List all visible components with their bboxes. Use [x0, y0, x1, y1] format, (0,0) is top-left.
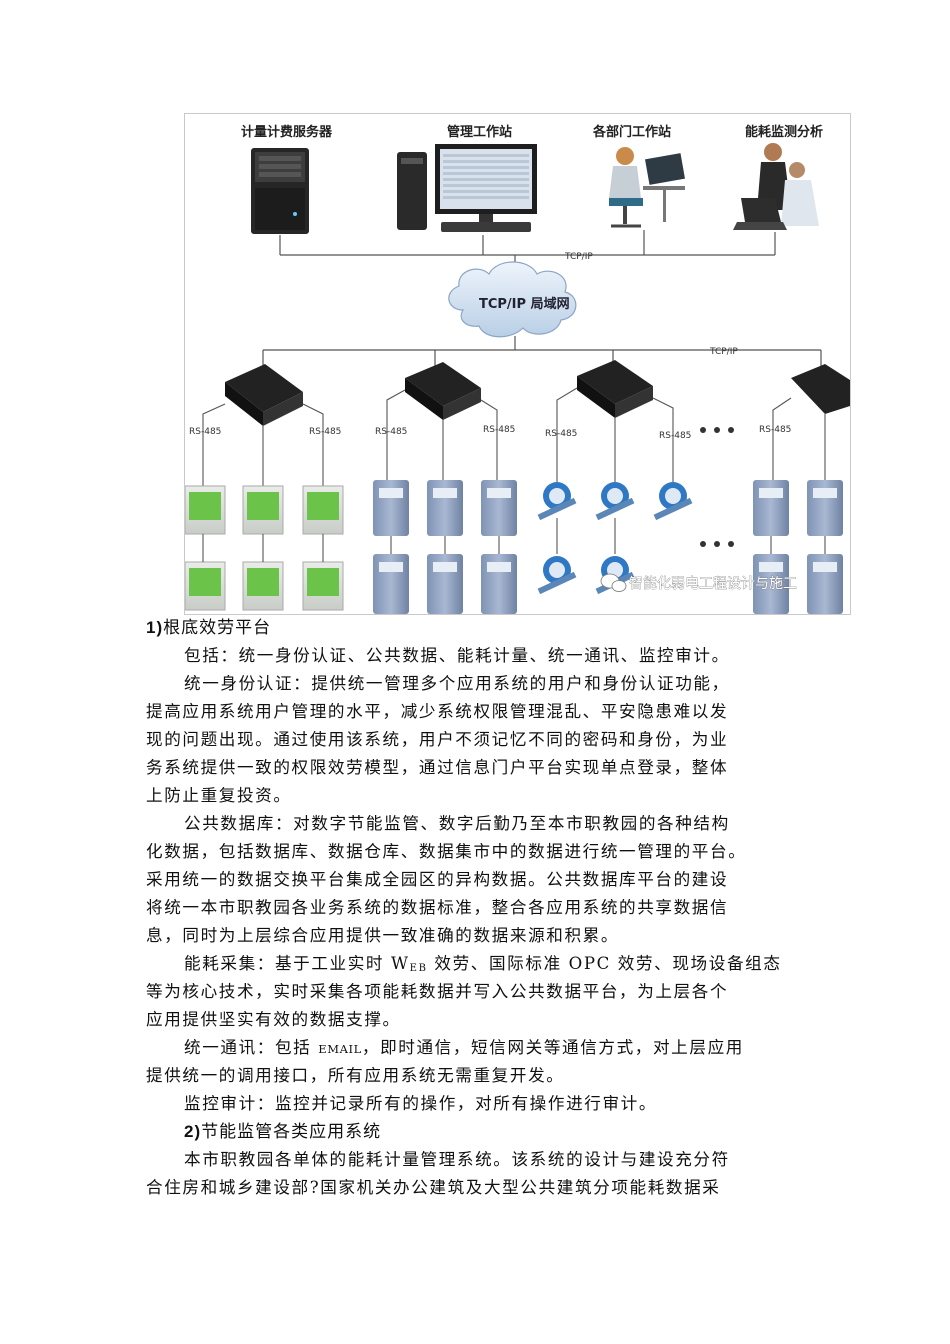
tcpip-label-top: TCP/IP	[564, 252, 593, 262]
server-icon	[251, 148, 309, 234]
section-1-number: 1)	[146, 618, 164, 637]
workstation-icon	[397, 144, 537, 232]
section-1-heading: 1)根底效劳平台	[146, 614, 806, 642]
paragraph-line: 务系统提供一致的权限效劳模型，通过信息门户平台实现单点登录，整体	[146, 758, 729, 777]
paragraph-line: 息，同时为上层综合应用提供一致准确的数据来源和积累。	[146, 926, 620, 945]
text-run: 能耗采集：基于工业实时 W	[184, 954, 410, 973]
rs485-label-d1: RS-485	[759, 425, 791, 435]
paragraph-line: 公共数据库：对数字节能监管、数字后勤乃至本市职教园的各种结构	[184, 814, 730, 833]
paragraph-line: 提高应用系统用户管理的水平，减少系统权限管理混乱、平安隐患难以发	[146, 702, 729, 721]
electricity-meter-icons	[373, 480, 843, 614]
wechat-icon	[600, 573, 627, 592]
paragraph-line: 提供统一的调用接口，所有应用系统无需重复开发。	[146, 1066, 565, 1085]
rs485-label-a1: RS-485	[189, 427, 221, 437]
meter-links-a	[202, 534, 324, 562]
rs485-lines	[202, 387, 826, 486]
water-meter-icons	[537, 482, 693, 595]
paragraph-line: 监控审计：监控并记录所有的操作，对所有操作进行审计。	[184, 1094, 658, 1113]
paragraph-line: 采用统一的数据交换平台集成全园区的异构数据。公共数据库平台的建设	[146, 870, 729, 889]
text-small: EMAIL	[318, 1042, 362, 1056]
paragraph-line: 统一身份认证：提供统一管理多个应用系统的用户和身份认证功能，	[184, 674, 730, 693]
cloud-label: TCP/IP 局域网	[479, 296, 570, 312]
paragraph-line: 本市职教园各单体的能耗计量管理系统。该系统的设计与建设充分符	[184, 1150, 730, 1169]
paragraph-line: 能耗采集：基于工业实时 WEB 效劳、国际标准 OPC 效劳、现场设备组态	[146, 950, 806, 978]
text-subscript: EB	[409, 963, 428, 974]
paragraph-line: 化数据，包括数据库、数据仓库、数据集市中的数据进行统一管理的平台。	[146, 842, 747, 861]
section-2-heading: 2)节能监管各类应用系统	[146, 1118, 806, 1146]
rs485-label-b2: RS-485	[483, 425, 515, 435]
paragraph-line: 上防止重复投资。	[146, 786, 292, 805]
paragraph-line: 将统一本市职教园各业务系统的数据标准，整合各应用系统的共享数据信	[146, 898, 729, 917]
tcpip-label-lower: TCP/IP	[709, 347, 738, 357]
paragraph-line: 应用提供坚实有效的数据支撑。	[146, 1010, 401, 1029]
label-management-workstation: 管理工作站	[447, 124, 512, 140]
analysis-team-icon	[733, 143, 819, 230]
watermark-text: 智能化弱电工程设计与施工	[629, 576, 797, 592]
paragraph-line: 现的问题出现。通过使用该系统，用户不须记忆不同的密码和身份，为业	[146, 730, 729, 749]
rs485-label-c2: RS-485	[659, 431, 691, 441]
rs485-label-b1: RS-485	[375, 427, 407, 437]
rs485-label-c1: RS-485	[545, 429, 577, 439]
meter-links-b	[390, 518, 826, 554]
paragraph-line: 合住房和城乡建设部?国家机关办公建筑及大型公共建筑分项能耗数据采	[146, 1178, 721, 1197]
lan-cloud-icon	[448, 261, 577, 338]
gateway-icons	[225, 360, 850, 426]
section-2-title: 节能监管各类应用系统	[201, 1122, 382, 1141]
document-body: 1)根底效劳平台 包括：统一身份认证、公共数据、能耗计量、统一通讯、监控审计。 …	[146, 614, 806, 1202]
paragraph: 包括：统一身份认证、公共数据、能耗计量、统一通讯、监控审计。	[184, 646, 730, 665]
paragraph-line: 统一通讯：包括 EMAIL，即时通信，短信网关等通信方式，对上层应用	[146, 1034, 806, 1062]
ellipsis-dots	[700, 427, 734, 547]
label-energy-analysis: 能耗监测分析	[745, 124, 823, 140]
department-workstation-icon	[609, 147, 685, 228]
paragraph-line: 等为核心技术，实时采集各项能耗数据并写入公共数据平台，为上层各个	[146, 982, 729, 1001]
section-1-title: 根底效劳平台	[163, 618, 272, 637]
text-run: 统一通讯：包括	[184, 1038, 319, 1057]
text-run: 效劳、国际标准 OPC 效劳、现场设备组态	[427, 954, 782, 973]
rs485-label-a2: RS-485	[309, 427, 341, 437]
network-topology-figure: 计量计费服务器 管理工作站 各部门工作站 能耗监测分析	[184, 113, 851, 615]
label-department-workstation: 各部门工作站	[592, 124, 671, 140]
power-meter-icons	[185, 485, 344, 611]
section-2-number: 2)	[184, 1122, 202, 1141]
text-run: ，即时通信，短信网关等通信方式，对上层应用	[361, 1038, 744, 1057]
label-billing-server: 计量计费服务器	[241, 124, 333, 140]
